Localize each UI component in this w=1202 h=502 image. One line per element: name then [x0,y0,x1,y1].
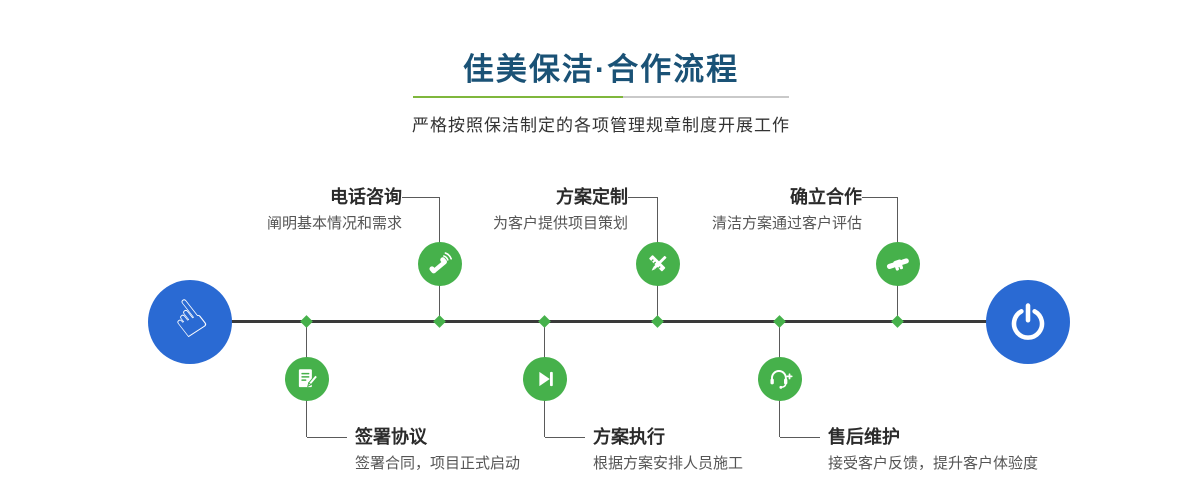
headset-icon [770,370,793,389]
step-circle-support [758,357,802,401]
connector-line [545,437,585,438]
timeline-node [651,315,664,328]
timeline-node [773,315,786,328]
step-title: 售后维护 [828,427,900,447]
step-circle-contract [285,357,329,401]
connector-line [780,437,820,438]
step-desc: 清洁方案通过客户评估 [711,215,862,232]
timeline-node [300,315,313,328]
page-subtitle: 严格按照保洁制定的各项管理规章制度开展工作 [412,116,790,135]
timeline-node [433,315,446,328]
step-title: 电话咨询 [330,187,402,207]
step-circle-design [636,242,680,286]
page-title: 佳美保洁·合作流程 [462,52,740,87]
step-desc: 阐明基本情况和需求 [266,215,402,232]
step-after-sales: 售后维护 接受客户反馈，提升客户体验度 [828,425,1038,474]
timeline-line [230,320,988,323]
step-plan-execute: 方案执行 根据方案安排人员施工 [593,425,743,474]
step-establish-cooperation: 确立合作 清洁方案通过客户评估 [712,185,862,234]
step-desc: 为客户提供项目策划 [492,215,628,232]
timeline-start-circle: ☝ [148,280,232,364]
connector-line [402,197,440,198]
timeline-node [538,315,551,328]
title-divider [413,96,789,98]
phone-icon [429,252,452,274]
divider-gray-segment [623,96,789,98]
timeline-node [891,315,904,328]
step-title: 确立合作 [790,187,862,207]
pencil-ruler-icon [649,255,667,272]
step-circle-execute [523,357,567,401]
step-title: 方案定制 [556,187,628,207]
step-circle-phone [418,242,462,286]
connector-line [862,197,898,198]
step-sign-agreement: 签署协议 签署合同，项目正式启动 [355,425,520,474]
play-step-icon [539,371,553,387]
step-title: 签署协议 [355,427,427,447]
step-phone-consult: 电话咨询 阐明基本情况和需求 [267,185,402,234]
connector-line [307,437,347,438]
power-icon [1011,303,1045,340]
hand-pointer-icon: ☝ [160,287,218,351]
connector-line [628,197,658,198]
step-circle-cooperation [876,242,920,286]
step-plan-customize: 方案定制 为客户提供项目策划 [493,185,628,234]
step-desc: 接受客户反馈，提升客户体验度 [828,455,1039,472]
divider-green-segment [413,96,623,98]
step-desc: 根据方案安排人员施工 [593,455,744,472]
timeline-end-circle [986,280,1070,364]
handshake-icon [886,258,909,271]
contract-icon [298,369,319,388]
step-desc: 签署合同，项目正式启动 [355,455,521,472]
step-title: 方案执行 [593,427,665,447]
